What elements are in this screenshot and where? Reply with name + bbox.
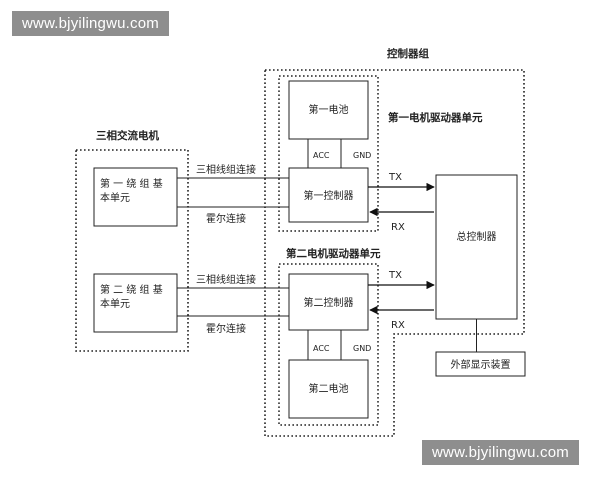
rx1-label: RX [391, 222, 405, 233]
winding2-box [93, 273, 178, 333]
hall-label-1: 霍尔连接 [206, 212, 246, 225]
controller2-box [288, 273, 369, 331]
watermark-top: www.bjyilingwu.com [12, 11, 169, 36]
master-controller-box [435, 174, 518, 320]
three-phase-label-2: 三相线组连接 [196, 273, 256, 286]
controller1-box [288, 167, 369, 223]
tx1-label: TX [388, 172, 402, 183]
winding1-label-line1: 第 一 绕 组 基 [100, 177, 163, 190]
external-display-box [435, 351, 526, 377]
unit1-label: 第一电机驱动器单元 [388, 111, 483, 124]
battery2-box [288, 359, 369, 419]
motor-group-label: 三相交流电机 [96, 129, 159, 142]
controller2-label: 第二控制器 [304, 296, 354, 309]
acc2-label: ACC [313, 344, 330, 353]
external-display-label: 外部显示装置 [451, 358, 511, 371]
winding2-label-line1: 第 二 绕 组 基 [100, 283, 163, 296]
unit1-outline [278, 75, 379, 232]
controller-group-outline [264, 69, 525, 437]
winding2-label-line2: 本单元 [100, 297, 130, 310]
three-phase-label-1: 三相线组连接 [196, 163, 256, 176]
battery1-box [288, 80, 369, 140]
battery1-label: 第一电池 [309, 103, 349, 116]
controller-group-label: 控制器组 [387, 47, 429, 60]
rx2-label: RX [391, 320, 405, 331]
gnd1-label: GND [353, 151, 371, 160]
unit2-label: 第二电机驱动器单元 [286, 247, 381, 260]
gnd2-label: GND [353, 344, 371, 353]
winding1-label-line2: 本单元 [100, 191, 130, 204]
winding1-box [93, 167, 178, 227]
master-controller-label: 总控制器 [457, 230, 497, 243]
controller1-label: 第一控制器 [304, 189, 354, 202]
watermark-bottom: www.bjyilingwu.com [422, 440, 579, 465]
acc1-label: ACC [313, 151, 330, 160]
motor-group-outline [75, 149, 189, 352]
battery2-label: 第二电池 [309, 382, 349, 395]
hall-label-2: 霍尔连接 [206, 322, 246, 335]
tx2-label: TX [388, 270, 402, 281]
unit2-outline [278, 263, 379, 426]
